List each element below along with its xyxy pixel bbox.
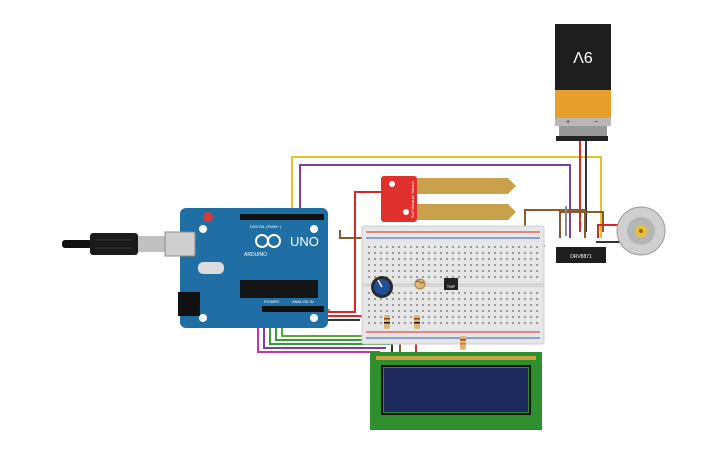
battery-minus: − bbox=[594, 119, 598, 126]
usb-cable[interactable] bbox=[62, 233, 168, 255]
driver-label: DRV8871 bbox=[570, 254, 592, 260]
photoresistor[interactable] bbox=[414, 278, 426, 290]
arduino-analog-label: ANALOG IN bbox=[292, 299, 314, 304]
resistor-3[interactable] bbox=[460, 336, 466, 350]
arduino-logo: UNO bbox=[290, 234, 319, 249]
wire-purple bbox=[299, 164, 571, 238]
lcd-screen bbox=[384, 368, 528, 412]
battery-band bbox=[555, 90, 611, 120]
dc-motor[interactable] bbox=[616, 206, 666, 256]
potentiometer[interactable] bbox=[371, 276, 393, 298]
tmp-label: TMP bbox=[447, 284, 456, 289]
wire-sensor-red bbox=[320, 191, 390, 313]
soil-moisture-sensor[interactable]: Soil Moisture Sensor bbox=[381, 176, 516, 222]
temperature-sensor[interactable]: TMP bbox=[444, 278, 458, 290]
wire-brown-3 bbox=[559, 211, 604, 238]
reset-button[interactable] bbox=[203, 212, 213, 222]
arduino-power-label: POWER bbox=[264, 299, 279, 304]
sensor-label: Soil Moisture Sensor bbox=[410, 180, 415, 218]
battery-plus: + bbox=[566, 119, 570, 126]
battery-top bbox=[555, 24, 611, 90]
wire-brown-2 bbox=[524, 209, 586, 238]
arduino-brand: ARDUINO bbox=[244, 252, 267, 258]
digital-header bbox=[240, 214, 324, 220]
lcd-display[interactable] bbox=[370, 352, 542, 430]
arduino-uno[interactable]: UNO ARDUINO DIGITAL (PWM~) POWER ANALOG … bbox=[164, 208, 328, 328]
wire-brown-1 bbox=[339, 230, 370, 239]
breadboard-holes bbox=[368, 246, 538, 324]
wire-yellow bbox=[291, 156, 602, 238]
resistors bbox=[384, 315, 466, 350]
arduino-digital-label: DIGITAL (PWM~) bbox=[250, 224, 282, 229]
motor-driver[interactable]: DRV8871 bbox=[556, 247, 606, 263]
atmega-chip bbox=[240, 280, 318, 298]
resistor-1[interactable] bbox=[384, 315, 390, 329]
resistor-2[interactable] bbox=[414, 315, 420, 329]
power-analog-header bbox=[262, 306, 324, 312]
battery-9v[interactable]: 9V + − bbox=[555, 24, 611, 141]
battery-label: 9V bbox=[573, 48, 593, 65]
